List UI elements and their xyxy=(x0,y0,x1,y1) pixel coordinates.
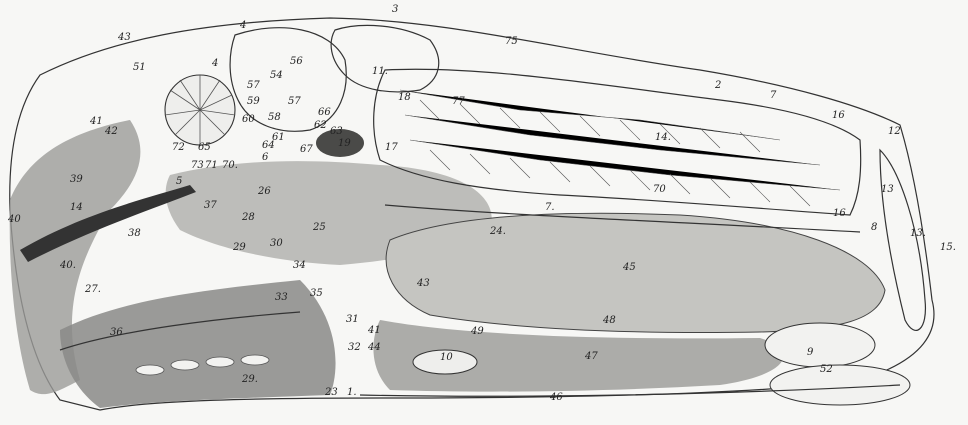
figure-label: 27. xyxy=(84,284,101,295)
figure-label: 42 xyxy=(104,126,118,137)
figure-label: 35 xyxy=(310,288,323,299)
figure-label: 12 xyxy=(888,126,901,137)
figure-label: 41 xyxy=(367,325,381,336)
figure-label: 66 xyxy=(318,107,331,118)
figure-label: 70 xyxy=(653,184,666,195)
figure-label: 23 xyxy=(324,387,338,398)
figure-label: 29. xyxy=(241,374,258,385)
figure-label: 39 xyxy=(70,174,83,185)
figure-label: 71 xyxy=(205,160,218,171)
figure-label: 11. xyxy=(372,66,388,77)
figure-label: 3 xyxy=(392,4,398,15)
figure-label: 32 xyxy=(348,342,361,353)
figure-label: 65 xyxy=(198,142,211,153)
figure-label: 47 xyxy=(584,351,598,362)
figure-label: 13 xyxy=(881,184,894,195)
figure-label: 16 xyxy=(833,208,846,219)
figure-label: 56 xyxy=(290,56,303,67)
figure-label: 14. xyxy=(655,132,671,143)
figure-label: 4 xyxy=(239,20,246,31)
figure-label: 9 xyxy=(807,347,814,358)
figure-label: 43 xyxy=(416,278,430,289)
figure-label: 25 xyxy=(312,222,326,233)
figure-label: 7. xyxy=(545,202,555,213)
figure-label: 64 xyxy=(262,140,275,151)
figure-label: 59 xyxy=(247,96,260,107)
figure-label: 16 xyxy=(832,110,845,121)
figure-label: 51 xyxy=(133,62,146,73)
figure-label: 54 xyxy=(270,70,283,81)
figure-label: 13. xyxy=(910,228,926,239)
figure-label: 45 xyxy=(622,262,636,273)
figure-label: 40 xyxy=(7,214,21,225)
figure-label: 19 xyxy=(338,138,351,149)
figure-label: 48 xyxy=(602,315,616,326)
figure-label: 7 xyxy=(770,90,777,101)
figure-label: 62 xyxy=(314,120,327,131)
figure-label: 29 xyxy=(232,242,246,253)
figure-label: 60 xyxy=(242,114,255,125)
figure-label: 37 xyxy=(204,200,217,211)
figure-label: 73 xyxy=(191,160,204,171)
figure-label: 33 xyxy=(275,292,288,303)
figure-label: 63 xyxy=(330,126,343,137)
figure-label: 17 xyxy=(385,142,398,153)
figure-label: 4 xyxy=(211,58,218,69)
figure-label: 57 xyxy=(288,96,301,107)
figure-label: 38 xyxy=(128,228,141,239)
figure-label: 77 xyxy=(452,96,465,107)
figure-label: 70. xyxy=(222,160,238,171)
figure-label: 1. xyxy=(347,387,357,398)
figure-label: 5 xyxy=(176,176,182,187)
figure-label: 40. xyxy=(59,260,76,271)
lip-9 xyxy=(765,323,875,367)
figure-label: 30 xyxy=(270,238,283,249)
figure-label: 41 xyxy=(89,116,103,127)
figure-label: 14 xyxy=(70,202,83,213)
figure-label: 36 xyxy=(110,327,123,338)
figure-label: 72 xyxy=(172,142,185,153)
figure-label: 52 xyxy=(820,364,833,375)
figure-label: 8 xyxy=(871,222,877,233)
figure-label: 58 xyxy=(268,112,281,123)
figure-label: 34 xyxy=(293,260,306,271)
figure-label: 44 xyxy=(367,342,381,353)
figure-label: 28 xyxy=(241,212,255,223)
figure-label: 18 xyxy=(398,92,411,103)
figure-label: 67 xyxy=(300,144,313,155)
figure-label: 49 xyxy=(470,326,484,337)
figure-label: 2 xyxy=(714,80,721,91)
figure-label: 75 xyxy=(505,36,518,47)
figure-label: 6 xyxy=(262,152,269,163)
figure-label: 43 xyxy=(117,32,131,43)
figure-label: 24. xyxy=(489,226,506,237)
figure-label: 15. xyxy=(940,242,956,253)
figure-label: 46 xyxy=(549,392,563,403)
figure-label: 57 xyxy=(247,80,260,91)
figure-label: 31 xyxy=(346,314,359,325)
figure-label: 26 xyxy=(257,186,271,197)
figure-label: 10 xyxy=(440,352,453,363)
